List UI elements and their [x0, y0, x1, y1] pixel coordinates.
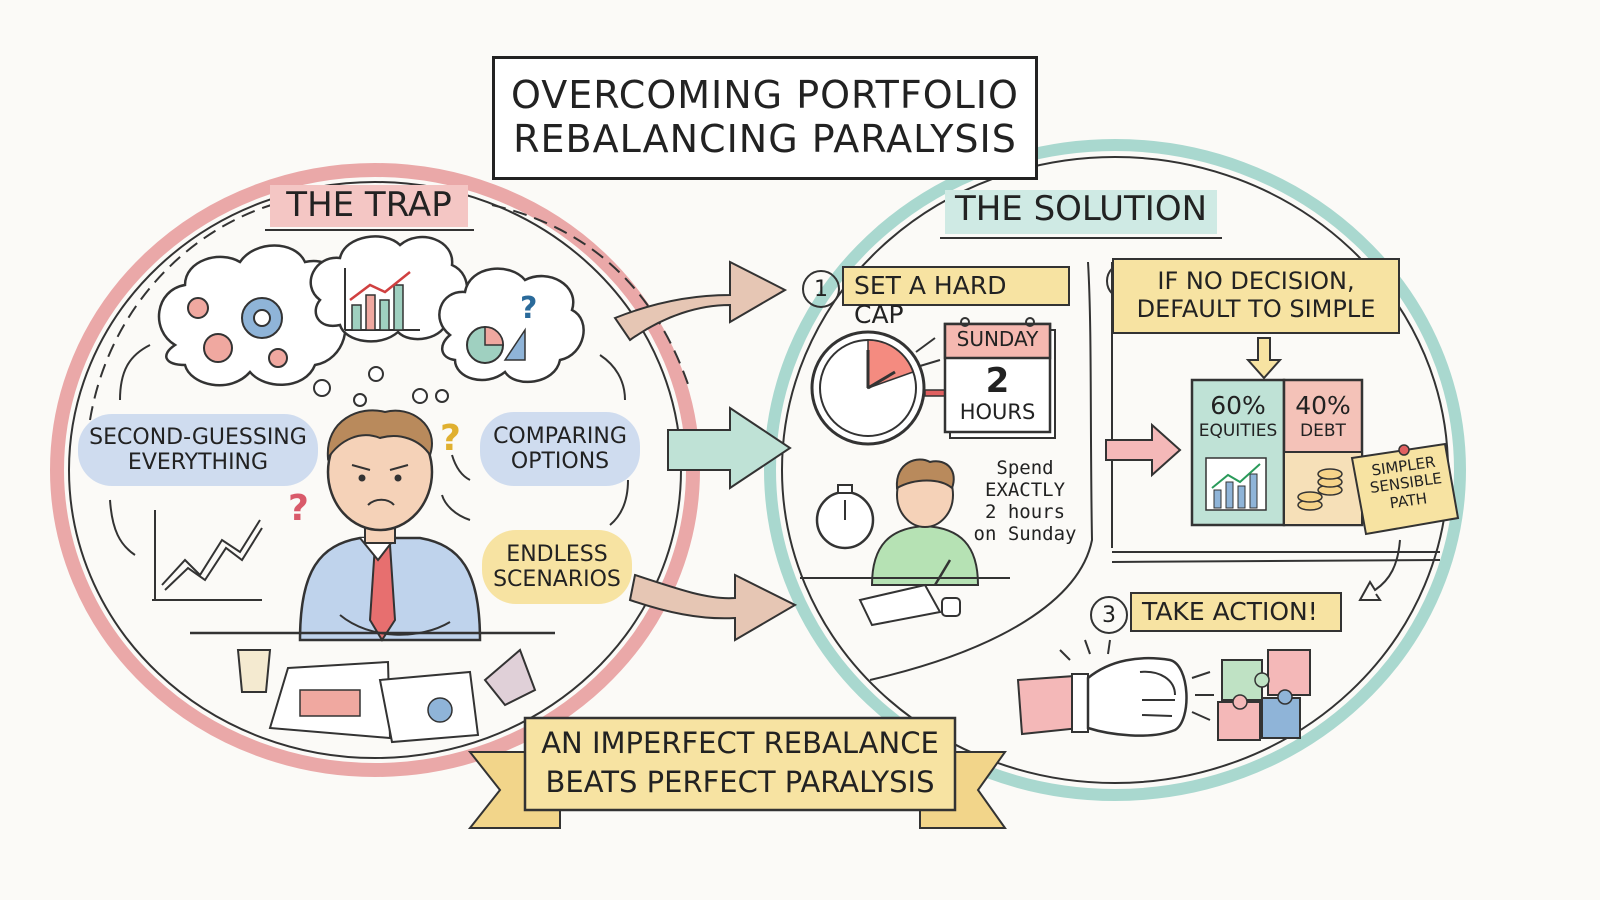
page-title: OVERCOMING PORTFOLIO REBALANCING PARALYS…: [492, 56, 1038, 180]
calendar-amount: 2: [985, 361, 1010, 401]
title-line-1: OVERCOMING PORTFOLIO: [511, 73, 1019, 118]
thought-cloud-gears: [157, 244, 347, 387]
step-1-number: 1: [802, 270, 840, 308]
spend-note-line-2: EXACTLY: [984, 478, 1066, 501]
comparing-options-pill: COMPARING OPTIONS: [480, 412, 640, 486]
stressed-person: [298, 409, 482, 642]
comparing-line-2: OPTIONS: [510, 449, 610, 474]
curved-arrow-icon: [1358, 539, 1401, 601]
fist-icon: [1016, 639, 1214, 737]
second-guessing-pill: SECOND-GUESSING EVERYTHING: [78, 414, 318, 486]
focused-person: [800, 458, 1010, 627]
step-2-line-1: IF NO DECISION,: [1157, 267, 1355, 296]
banner-line-2: BEATS PERFECT PARALYSIS: [545, 765, 935, 800]
thought-cloud-pie-chart: [438, 267, 585, 384]
transition-arrows: [613, 260, 798, 642]
svg-text:?: ?: [440, 418, 461, 459]
thought-bubbles: [313, 366, 449, 407]
svg-text:?: ?: [288, 488, 309, 529]
step-1-label: SET A HARD CAP: [842, 266, 1070, 329]
solution-heading-band: [945, 190, 1217, 234]
calendar-unit: HOURS: [959, 400, 1036, 424]
thought-cloud-bar-chart: [309, 235, 469, 343]
debt-percent: 40%: [1295, 391, 1351, 420]
comparing-line-1: COMPARING: [493, 423, 627, 449]
step-2-line-2: DEFAULT TO SIMPLE: [1136, 295, 1376, 323]
second-guessing-line-1: SECOND-GUESSING: [89, 424, 307, 450]
trap-heading: THE TRAP: [286, 185, 452, 225]
endless-line-2: SCENARIOS: [493, 567, 621, 592]
coins-icon: [1297, 468, 1343, 511]
sticky-note: [1350, 442, 1460, 536]
spend-note-line-4: on Sunday: [973, 522, 1077, 545]
stopwatch-icon: [815, 484, 875, 550]
banner-line-1: AN IMPERFECT REBALANCE: [541, 726, 939, 760]
banner-ribbon: [467, 716, 1007, 829]
cycle-arrows: [109, 344, 629, 556]
trend-chart-icon: [152, 510, 263, 601]
question-icon: ? ? ?: [288, 291, 537, 529]
equities-percent: 60%: [1210, 391, 1266, 420]
right-arrow-icon: [1105, 422, 1182, 478]
banner-text: AN IMPERFECT REBALANCE BEATS PERFECT PAR…: [525, 724, 955, 802]
desk: [190, 631, 555, 744]
spend-note: Spend EXACTLY 2 hours on Sunday: [960, 457, 1090, 545]
calendar-day: SUNDAY: [956, 327, 1039, 351]
spend-note-line-1: Spend: [996, 457, 1054, 479]
calendar-icon: [943, 317, 1056, 439]
second-guessing-line-2: EVERYTHING: [127, 450, 269, 475]
solution-heading: THE SOLUTION: [954, 189, 1208, 229]
spend-note-line-3: 2 hours: [984, 500, 1066, 523]
clock-icon: [810, 330, 941, 446]
step-3-label: TAKE ACTION!: [1130, 592, 1342, 632]
endless-scenarios-pill: ENDLESS SCENARIOS: [482, 530, 632, 604]
title-line-2: REBALANCING PARALYSIS: [513, 117, 1017, 161]
step-3-number: 3: [1090, 596, 1128, 634]
puzzle-icon: [1217, 649, 1311, 741]
debt-label: DEBT: [1300, 421, 1346, 441]
svg-text:?: ?: [520, 291, 537, 326]
down-arrow-icon: [1245, 337, 1283, 380]
trap-heading-band: [270, 185, 468, 227]
step-2-label: IF NO DECISION, DEFAULT TO SIMPLE: [1112, 258, 1400, 334]
equities-label: EQUITIES: [1198, 421, 1278, 441]
endless-line-1: ENDLESS: [506, 541, 608, 567]
